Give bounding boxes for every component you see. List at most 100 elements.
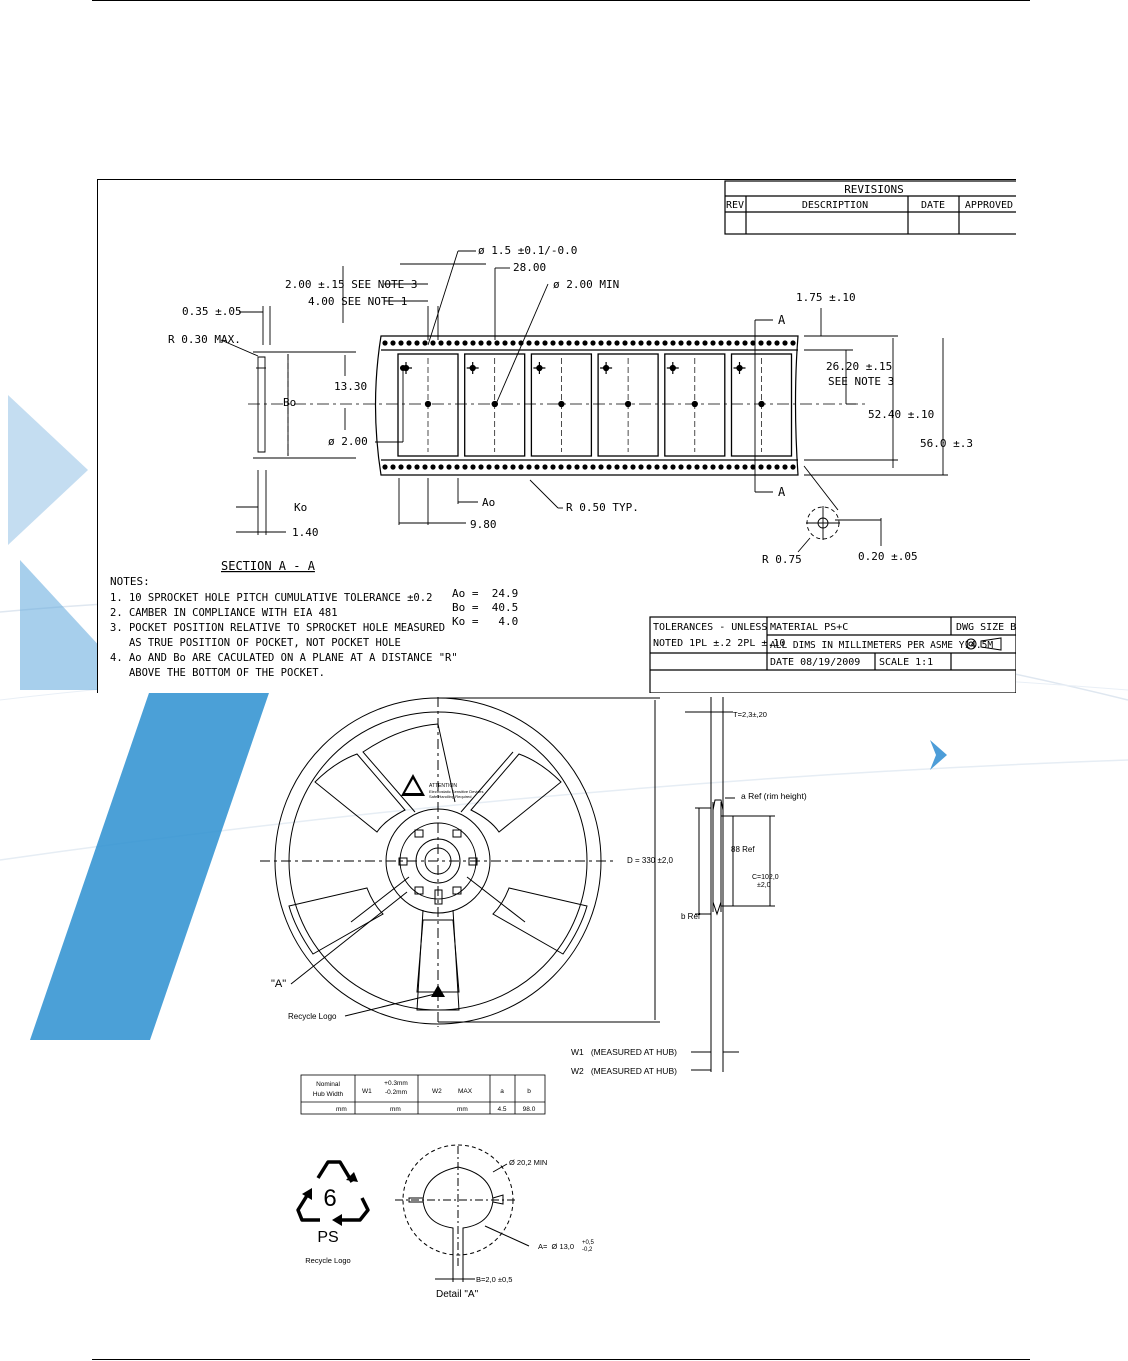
pocket — [397, 353, 459, 457]
sprocket-hole — [446, 340, 452, 346]
dim-9-80: 9.80 — [470, 518, 497, 531]
sprocket-hole — [574, 464, 580, 470]
sprocket-hole — [726, 464, 732, 470]
sprocket-hole — [534, 464, 540, 470]
detail-a-tol-plus: +0,5 — [582, 1240, 595, 1246]
sprocket-hole — [502, 464, 508, 470]
sprocket-hole — [582, 464, 588, 470]
sprocket-hole — [638, 340, 644, 346]
sprocket-hole — [702, 464, 708, 470]
hub-cell-nominal: mm — [336, 1106, 347, 1113]
dwg-size: DWG SIZE B — [956, 622, 1016, 633]
sprocket-hole — [486, 340, 492, 346]
sprocket-hole — [526, 464, 532, 470]
dim-26-20: 26.20 ±.15 — [826, 360, 892, 373]
tolerance-line-1: TOLERANCES - UNLESS — [653, 622, 767, 633]
sprocket-hole — [430, 464, 436, 470]
watermark-arrow — [930, 740, 947, 770]
value-ko: Ko = 4.0 — [452, 615, 518, 628]
b-ref: b Ref — [681, 912, 701, 921]
ref-88: 88 Ref — [731, 845, 755, 854]
pocket-marks — [400, 365, 498, 407]
section-a-top: A — [778, 313, 786, 327]
dim-56-0: 56.0 ±.3 — [920, 437, 973, 450]
dim-28: 28.00 — [513, 261, 546, 274]
section-a-bottom: A — [778, 485, 786, 499]
hub-header-hub-width: Hub Width — [313, 1091, 344, 1098]
sprocket-hole — [766, 464, 772, 470]
sprocket-hole — [622, 464, 628, 470]
dim-0-20: 0.20 ±.05 — [858, 550, 918, 563]
dim-r-0-50: R 0.50 TYP. — [566, 501, 639, 514]
detail-title: Detail "A" — [436, 1289, 479, 1300]
sprocket-hole — [510, 340, 516, 346]
reel-recycle-icon — [431, 985, 445, 997]
esd-warning-icon — [401, 774, 425, 796]
sprocket-hole — [414, 340, 420, 346]
sprocket-hole — [726, 340, 732, 346]
sprocket-hole — [454, 464, 460, 470]
sprocket-hole — [670, 464, 676, 470]
sprocket-hole — [790, 340, 796, 346]
hub-header-w2: W2 — [432, 1088, 442, 1095]
sprocket-hole — [646, 340, 652, 346]
sprocket-hole — [710, 464, 716, 470]
sprocket-hole — [662, 340, 668, 346]
sprocket-hole — [382, 464, 388, 470]
hub-cell-b: 98.0 — [523, 1106, 536, 1113]
sprocket-hole — [454, 340, 460, 346]
dim-r-0-75: R 0.75 — [762, 553, 802, 566]
projection-symbol-icon — [965, 637, 1002, 651]
pocket-corner-hole — [736, 364, 743, 372]
approved-header: APPROVED — [965, 200, 1013, 211]
sprocket-holes-bottom — [382, 464, 796, 470]
dim-2-00: 2.00 ±.15 SEE NOTE 3 — [285, 278, 417, 291]
sprocket-hole — [614, 464, 620, 470]
pocket-corner-hole — [669, 364, 676, 372]
sprocket-hole — [398, 464, 404, 470]
header-rule — [92, 0, 1030, 1]
dim-1-75: 1.75 ±.10 — [796, 291, 856, 304]
sprocket-hole — [734, 464, 740, 470]
dim-see-note-3: SEE NOTE 3 — [828, 375, 894, 388]
detail-a-tol-minus: -0,2 — [582, 1247, 593, 1253]
sprocket-hole — [430, 340, 436, 346]
hub-cell-a: 4.5 — [497, 1106, 506, 1113]
value-ao: Ao = 24.9 — [452, 587, 518, 600]
sprocket-hole — [630, 340, 636, 346]
sprocket-hole — [590, 340, 596, 346]
sprocket-hole — [702, 340, 708, 346]
hub-width-table: Nominal Hub Width W1 +0.3mm -0.2mm W2 MA… — [300, 1074, 546, 1115]
dim-13-30: 13.30 — [334, 380, 367, 393]
sprocket-hole — [662, 464, 668, 470]
sprocket-hole — [470, 464, 476, 470]
c-dim-1: C=102,0 — [752, 874, 779, 881]
pocket — [530, 353, 593, 457]
sprocket-hole — [598, 464, 604, 470]
tape-drawing-svg: REVISIONS REV DESCRIPTION DATE APPROVED — [110, 180, 1018, 694]
value-bo: Bo = 40.5 — [452, 601, 518, 614]
sprocket-hole — [782, 464, 788, 470]
sprocket-hole — [566, 464, 572, 470]
sprocket-hole — [750, 340, 756, 346]
recycle-arrows-icon — [296, 1160, 370, 1222]
dim-hole-dia: ø 1.5 ±0.1/-0.0 — [478, 244, 577, 257]
footer-rule — [92, 1359, 1030, 1360]
sprocket-hole — [518, 464, 524, 470]
dim-ko: Ko — [294, 501, 307, 514]
sprocket-hole — [718, 340, 724, 346]
sprocket-hole — [470, 340, 476, 346]
dim-dia-2: ø 2.00 — [328, 435, 368, 448]
dim-4-00: 4.00 SEE NOTE 1 — [308, 295, 407, 308]
detail-a-dim: A= Ø 13,0 — [538, 1242, 574, 1251]
sprocket-hole — [566, 340, 572, 346]
sprocket-hole — [406, 340, 412, 346]
sprocket-hole — [630, 464, 636, 470]
w2-label: W2 (MEASURED AT HUB) — [571, 1066, 677, 1076]
detail-a: Ø 20,2 MIN A= Ø 13,0 +0,5 -0,2 B=2,0 ±0,… — [395, 1144, 595, 1300]
description-header: DESCRIPTION — [802, 200, 868, 211]
section-title: SECTION A - A — [221, 559, 316, 573]
sprocket-hole — [494, 464, 500, 470]
reel-recycle-label: Recycle Logo — [288, 1012, 337, 1021]
scale: SCALE 1:1 — [879, 657, 933, 668]
